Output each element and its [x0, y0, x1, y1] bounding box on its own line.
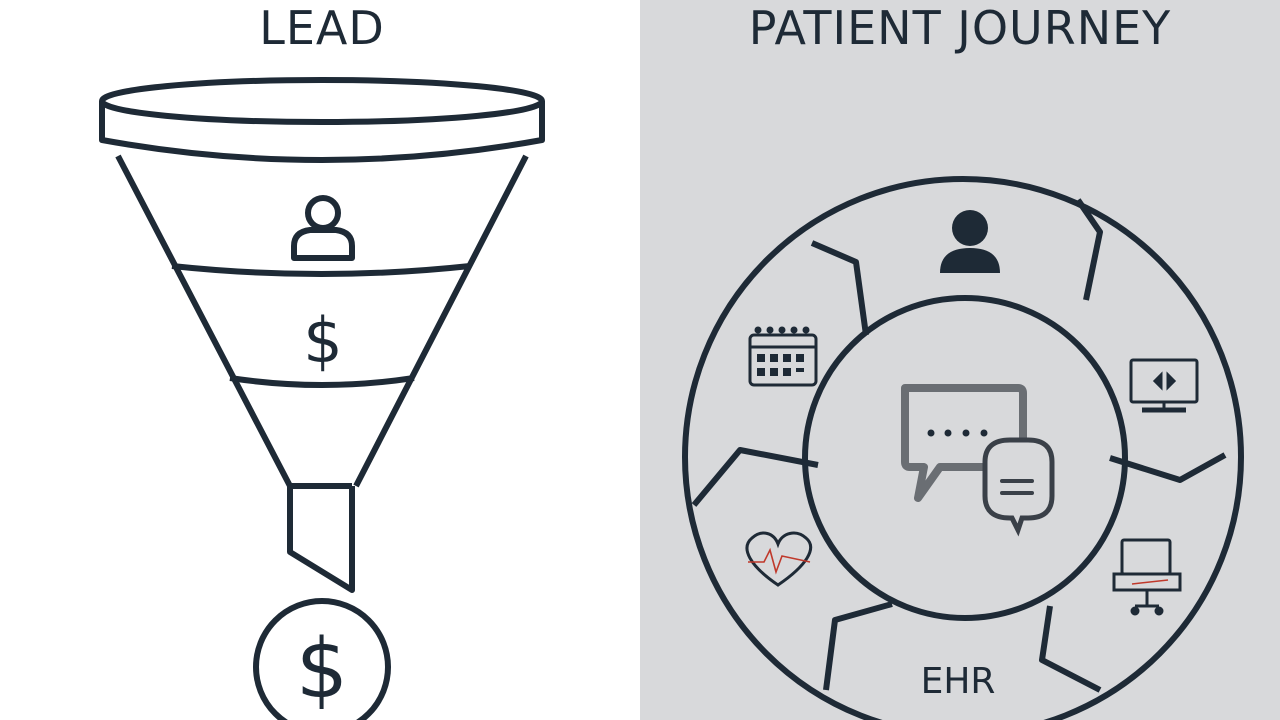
separator-6: [1039, 605, 1102, 693]
patient-journey-panel: EHR PATIENT JOURNEY: [640, 0, 1280, 720]
funnel-divider-2: [229, 375, 415, 388]
ehr-label: EHR: [921, 661, 996, 702]
coin-dollar-icon: $: [296, 622, 348, 717]
funnel-rim-top: [99, 77, 545, 125]
journey-cycle-diagram: EHR: [640, 0, 1280, 720]
person-outline-icon: [291, 195, 355, 261]
cycle-outer-ring: [682, 176, 1244, 720]
separator-2: [1075, 198, 1103, 301]
separator-4: [691, 447, 819, 507]
monitor-icon: [1129, 358, 1199, 413]
lead-panel: LEAD $ $: [99, 1, 545, 720]
funnel-cone: [115, 154, 529, 488]
calendar-icon: [748, 326, 818, 387]
patient-journey-title: PATIENT JOURNEY: [748, 1, 1172, 55]
lead-title: LEAD: [259, 1, 385, 55]
separator-1: [810, 240, 869, 336]
separator-5: [823, 601, 893, 691]
funnel-divider-1: [171, 263, 471, 277]
chat-bubbles-icon: [901, 384, 1055, 537]
cycle-inner-circle: [802, 295, 1128, 621]
coin: [253, 598, 391, 720]
person-icon: [940, 210, 1000, 273]
funnel-rim-band: [99, 101, 545, 163]
funnel-neck: [287, 486, 355, 593]
laptop-icon: [1112, 538, 1182, 616]
dollar-icon: $: [303, 304, 342, 377]
funnel-diagram: $ $: [99, 77, 545, 720]
separator-3: [1109, 452, 1227, 483]
heart-pulse-icon: [745, 531, 813, 587]
